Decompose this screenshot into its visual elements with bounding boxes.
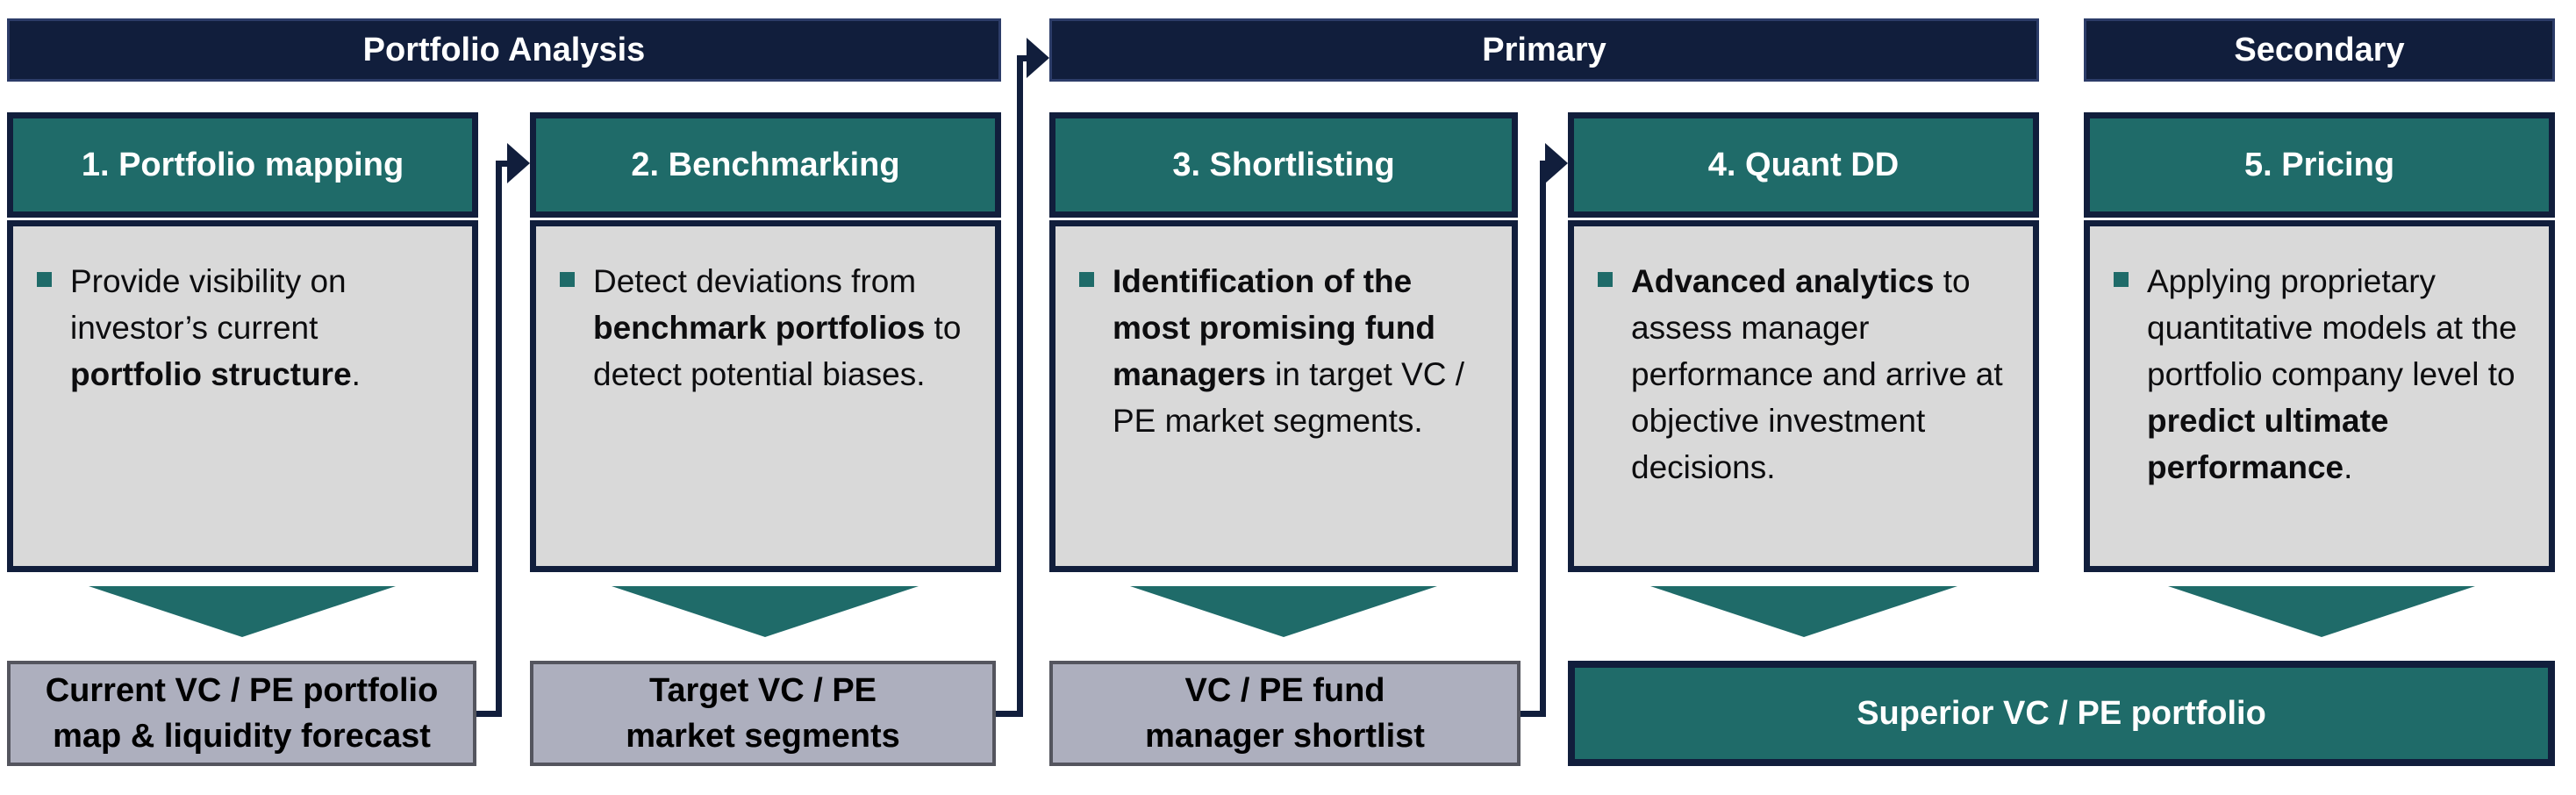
output-label-line: manager shortlist [1145,718,1425,755]
elbow-connector-segment [476,711,502,717]
bullet-square-icon [1079,272,1094,287]
down-triangle-arrow [1130,586,1437,637]
step-header-benchmarking: 2. Benchmarking [530,112,1001,218]
bullet-square-icon [560,272,575,287]
final-output-label: Superior VC / PE portfolio [1857,694,2266,732]
step-description: Provide visibility on investor’s current… [70,263,361,392]
band-primary-label: Primary [1482,31,1606,68]
band-portfolio-analysis-label: Portfolio Analysis [362,31,646,68]
step-header-shortlisting: 3. Shortlisting [1049,112,1518,218]
output-box-current-portfolio: Current VC / PE portfolio map & liquidit… [7,661,476,766]
output-box-manager-shortlist: VC / PE fund manager shortlist [1049,661,1521,766]
step-header-quant-dd: 4. Quant DD [1568,112,2039,218]
band-secondary-label: Secondary [2234,31,2405,68]
elbow-connector-segment [496,163,502,717]
elbow-connector-segment [1017,55,1031,61]
bullet-square-icon [1598,272,1613,287]
output-label-line: Current VC / PE portfolio [45,672,439,709]
output-label-line: map & liquidity forecast [53,718,431,755]
output-label-line: Target VC / PE [648,672,877,709]
arrowhead-right-icon [1027,38,1049,78]
elbow-connector-segment [996,711,1023,717]
down-triangle-arrow [612,586,919,637]
elbow-connector-segment [496,161,512,167]
down-triangle-arrow [2168,586,2475,637]
step-header-portfolio-mapping: 1. Portfolio mapping [7,112,478,218]
step-body-shortlisting: Identification of the most promising fun… [1049,220,1518,572]
step-body-benchmarking: Detect deviations from benchmark portfol… [530,220,1001,572]
elbow-connector-segment [1540,163,1546,717]
step-description: Detect deviations from benchmark portfol… [593,263,962,392]
step-description: Advanced analytics to assess manager per… [1631,263,2003,485]
step-description: Applying proprietary quantitative models… [2147,263,2517,485]
step-header-pricing: 5. Pricing [2084,112,2555,218]
bullet-square-icon [37,272,52,287]
step-title: 2. Benchmarking [631,146,900,183]
output-label-line: market segments [626,718,900,755]
elbow-connector-segment [1017,58,1023,717]
down-triangle-arrow [1650,586,1957,637]
output-label-line: VC / PE fund [1184,672,1385,709]
down-triangle-arrow [89,586,396,637]
band-primary: Primary [1049,18,2039,82]
elbow-connector-segment [1540,161,1549,167]
final-output-box-superior-portfolio: Superior VC / PE portfolio [1568,661,2555,766]
step-description: Identification of the most promising fun… [1113,263,1465,439]
step-title: 5. Pricing [2243,146,2395,183]
step-title: 1. Portfolio mapping [81,146,404,183]
arrowhead-right-icon [507,143,530,183]
step-title: 3. Shortlisting [1172,146,1395,183]
elbow-connector-segment [1521,711,1546,717]
band-secondary: Secondary [2084,18,2555,82]
output-box-target-segments: Target VC / PE market segments [530,661,996,766]
step-body-portfolio-mapping: Provide visibility on investor’s current… [7,220,478,572]
step-title: 4. Quant DD [1707,146,1900,183]
band-portfolio-analysis: Portfolio Analysis [7,18,1001,82]
step-body-pricing: Applying proprietary quantitative models… [2084,220,2555,572]
bullet-square-icon [2114,272,2129,287]
step-body-quant-dd: Advanced analytics to assess manager per… [1568,220,2039,572]
arrowhead-right-icon [1545,143,1568,183]
